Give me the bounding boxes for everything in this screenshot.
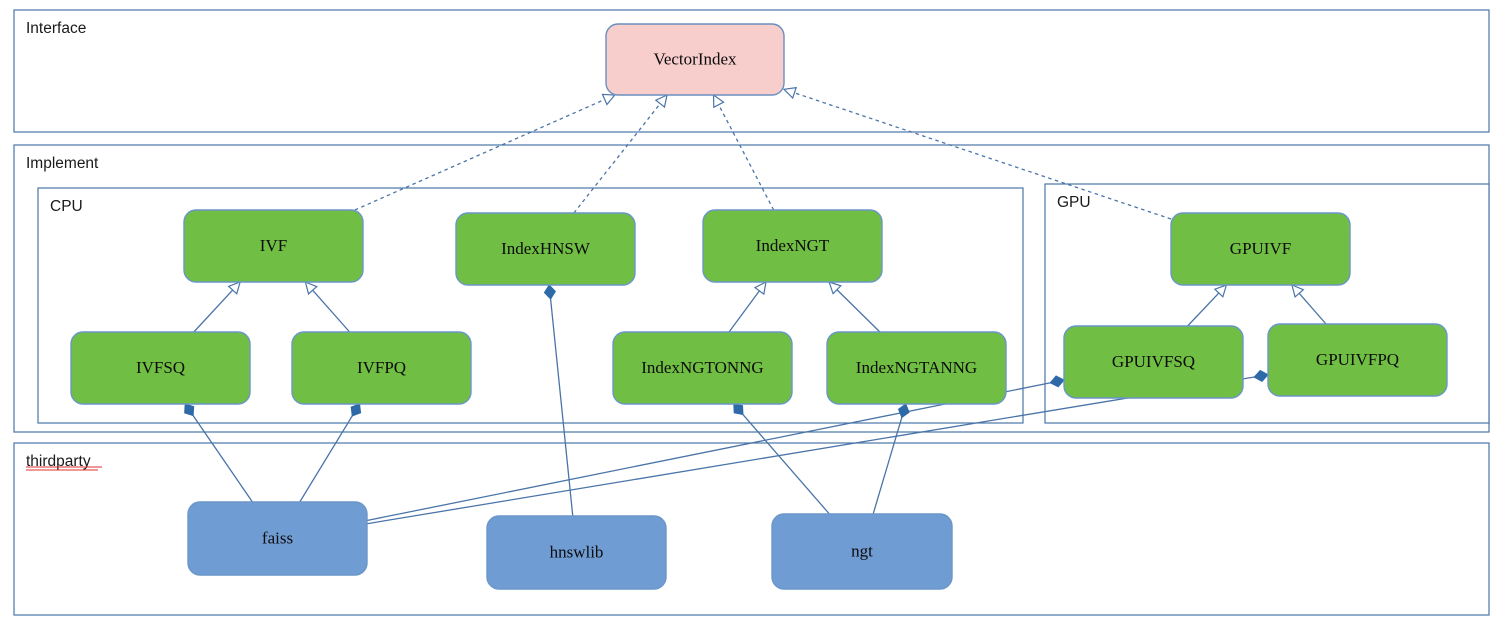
node-hnswlib-rect[interactable] [486,515,667,590]
node-vectorindex-label: VectorIndex [653,49,737,68]
node-hnswlib-label: hnswlib [550,542,604,561]
container-interface-label: Interface [26,20,86,37]
node-gpuivfpq-label: GPUIVFPQ [1316,350,1399,369]
container-thirdparty-label: thirdparty [26,453,91,470]
edges-layer [184,86,1327,525]
node-vectorindex-rect[interactable] [605,23,785,96]
node-gpuivf-rect[interactable] [1170,212,1351,286]
node-vectorindex[interactable]: VectorIndex [605,23,785,96]
node-ivfsq-label: IVFSQ [136,358,185,377]
edge-faiss-gpuivfsq [366,381,1052,522]
node-ivfsq[interactable]: IVFSQ [70,331,251,405]
node-hnswlib[interactable]: hnswlib [486,515,667,590]
composition-diamond-icon-ngt-indexngtonng [733,403,744,416]
node-faiss-label: faiss [262,528,293,547]
node-ivfsq-rect[interactable] [70,331,251,405]
composition-diamond-icon-faiss-ivfpq [350,403,362,417]
node-indexhnsw-label: IndexHNSW [501,239,591,258]
generalization-arrow-icon-indexhnsw-vectorindex [654,93,668,109]
node-indexngtanng-label: IndexNGTANNG [856,358,977,377]
composition-diamond-icon-hnswlib-indexhnsw [543,284,556,300]
node-ivf[interactable]: IVF [183,209,364,283]
node-ivf-rect[interactable] [183,209,364,283]
edge-indexngt-vectorindex [717,103,775,211]
composition-diamond-icon-ngt-indexngtanng [897,403,910,419]
node-indexngtonng-rect[interactable] [612,331,793,405]
edge-indexhnsw-vectorindex [573,102,662,214]
edge-ivfsq-ivf [193,288,234,333]
node-gpuivf-label: GPUIVF [1230,239,1291,258]
node-gpuivfpq[interactable]: GPUIVFPQ [1267,323,1448,397]
node-indexngtanng[interactable]: IndexNGTANNG [826,331,1007,405]
generalization-arrow-icon-indexngtanng-indexngt [828,281,842,295]
node-gpuivfsq-rect[interactable] [1063,325,1244,399]
node-ivfpq[interactable]: IVFPQ [291,331,472,405]
generalization-arrow-icon-gpuivfpq-gpuivf [1291,283,1305,298]
edge-ngt-indexngtanng [872,416,903,515]
node-ivf-label: IVF [260,236,287,255]
edge-ngt-indexngtonng [741,413,830,515]
node-ngt-label: ngt [851,541,873,560]
node-gpuivfpq-rect[interactable] [1267,323,1448,397]
generalization-arrow-icon-indexngtonng-indexngt [753,280,767,296]
composition-diamond-icon-faiss-gpuivfpq [1253,369,1269,382]
node-faiss[interactable]: faiss [187,501,368,576]
generalization-arrow-icon-ivf-vectorindex [601,93,616,106]
container-gpu-label: GPU [1057,194,1091,211]
composition-diamond-icon-faiss-ivfsq [184,403,195,417]
edge-indexngtonng-indexngt [728,289,761,333]
node-gpuivfsq-label: GPUIVFSQ [1112,352,1195,371]
generalization-arrow-icon-indexngt-vectorindex [712,93,725,109]
edge-indexngtanng-indexngt [835,288,881,333]
edge-gpuivf-vectorindex [793,91,1172,220]
generalization-arrow-icon-ivfsq-ivf [227,281,242,295]
node-indexngt-rect[interactable] [702,209,883,283]
node-ngt-rect[interactable] [771,513,953,590]
node-indexngtanng-rect[interactable] [826,331,1007,405]
composition-diamond-icon-faiss-gpuivfsq [1049,375,1065,388]
node-ivfpq-label: IVFPQ [357,358,406,377]
edge-ivfpq-ivf [311,289,351,333]
edge-gpuivfsq-gpuivf [1187,291,1221,327]
node-indexhnsw[interactable]: IndexHNSW [455,212,636,286]
generalization-arrow-icon-gpuivf-vectorindex [782,86,798,100]
edge-faiss-gpuivfpq [366,376,1256,525]
edge-faiss-ivfpq [299,414,354,503]
node-indexngt[interactable]: IndexNGT [702,209,883,283]
node-indexngt-label: IndexNGT [756,236,830,255]
node-indexngtonng[interactable]: IndexNGTONNG [612,331,793,405]
node-faiss-rect[interactable] [187,501,368,576]
node-ngt[interactable]: ngt [771,513,953,590]
node-gpuivfsq[interactable]: GPUIVFSQ [1063,325,1244,399]
node-indexhnsw-rect[interactable] [455,212,636,286]
container-implement-label: Implement [26,155,99,172]
edge-hnswlib-indexhnsw [549,297,574,517]
node-indexngtonng-label: IndexNGTONNG [641,358,763,377]
edge-faiss-ivfsq [192,414,253,503]
edge-gpuivfpq-gpuivf [1298,292,1327,325]
node-gpuivf[interactable]: GPUIVF [1170,212,1351,286]
container-cpu-label: CPU [50,198,83,215]
generalization-arrow-icon-gpuivfsq-gpuivf [1213,284,1228,298]
generalization-arrow-icon-ivfpq-ivf [304,280,318,295]
node-ivfpq-rect[interactable] [291,331,472,405]
